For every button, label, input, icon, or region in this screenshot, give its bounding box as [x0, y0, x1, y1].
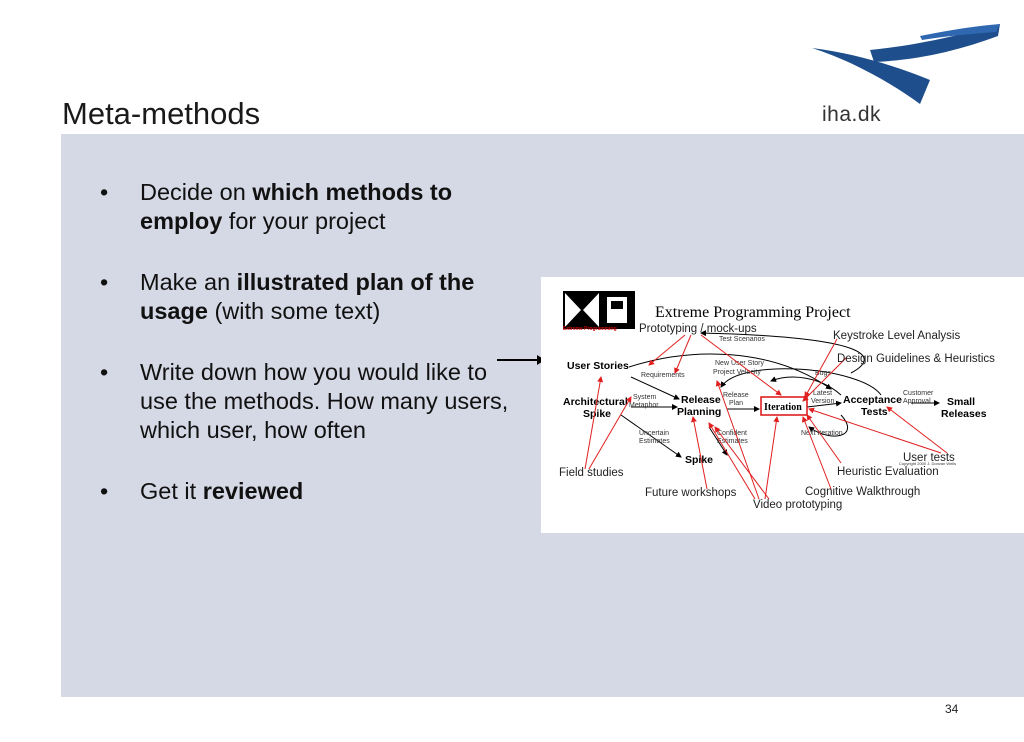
arrow-right-icon: [497, 355, 545, 365]
node-planning: Planning: [677, 406, 721, 418]
xp-logo-icon: [563, 291, 635, 329]
xp-logo-caption: Extreme Programming: [563, 326, 617, 332]
node-spike-2: Spike: [685, 454, 713, 466]
bullet-list: • Decide on which methods to employ for y…: [100, 178, 520, 538]
bullet-item: • Get it reviewed: [100, 477, 520, 506]
slide-title: Meta-methods: [62, 96, 261, 131]
annotation-future-workshops: Future workshops: [645, 487, 737, 499]
bullet-text: (with some text): [207, 298, 381, 324]
bullet-text: Decide on: [140, 179, 253, 205]
iteration-box: [760, 396, 808, 416]
bullet-dot-icon: •: [100, 478, 109, 504]
label-version: Version: [811, 398, 834, 405]
bullet-text: Write down how you would like to use the…: [140, 359, 509, 443]
bullet-text-bold: illustrated plan of the usage: [140, 269, 475, 324]
node-spike: Spike: [583, 408, 611, 420]
bullet-text: Get it: [140, 478, 203, 504]
xp-diagram: Extreme Programming Extreme Programming …: [559, 291, 995, 511]
label-requirements: Requirements: [641, 372, 685, 379]
annotation-prototyping: Prototyping / mock-ups: [639, 323, 757, 335]
label-system: System: [633, 394, 657, 401]
logo-text: iha.dk: [822, 103, 882, 126]
bullet-item: • Write down how you would like to use th…: [100, 358, 520, 445]
bullet-dot-icon: •: [100, 179, 109, 205]
annotation-user-tests: User tests: [903, 452, 955, 464]
label-metaphor: Metaphor: [629, 402, 659, 409]
label-test-scenarios: Test Scenarios: [719, 336, 765, 343]
bullet-dot-icon: •: [100, 359, 109, 385]
label-copyright: Copyright 2000 J. Donvan Wells: [899, 461, 956, 466]
bullet-dot-icon: •: [100, 269, 109, 295]
label-estimates-2: Estimates: [717, 438, 748, 445]
node-iteration: Iteration: [764, 402, 802, 413]
label-latest: Latest: [813, 390, 832, 397]
diagram-title: Extreme Programming Project: [655, 304, 851, 321]
node-acceptance: Acceptance: [843, 394, 902, 406]
label-uncertain: Uncertain: [639, 430, 669, 437]
node-small: Small: [947, 396, 975, 408]
node-tests: Tests: [861, 406, 888, 418]
label-release: Release: [723, 392, 749, 399]
bullet-text: Make an: [140, 269, 237, 295]
node-user-stories: User Stories: [567, 360, 629, 372]
label-approval: Approval: [903, 398, 931, 405]
label-plan: Plan: [729, 400, 743, 407]
label-confident: Confident: [717, 430, 747, 437]
label-next-iteration: Next Iteration: [801, 430, 843, 437]
annotation-keystroke: Keystroke Level Analysis: [833, 330, 960, 342]
label-project-velocity: Project Velocity: [713, 369, 761, 376]
annotation-video-prototyping: Video prototyping: [753, 499, 842, 511]
annotation-design-guidelines: Design Guidelines & Heuristics: [837, 353, 995, 365]
xp-diagram-figure: Extreme Programming Extreme Programming …: [541, 277, 1024, 533]
annotation-heuristic: Heuristic Evaluation: [837, 466, 939, 478]
bullet-text: for your project: [222, 208, 386, 234]
bullet-item: • Make an illustrated plan of the usage (…: [100, 268, 520, 326]
label-estimates: Estimates: [639, 438, 670, 445]
annotation-cognitive: Cognitive Walkthrough: [805, 486, 920, 498]
label-customer: Customer: [903, 390, 934, 397]
label-bugs: Bugs: [815, 370, 831, 377]
iha-logo-icon: [812, 24, 1000, 104]
annotation-field-studies: Field studies: [559, 467, 624, 479]
bullet-text-bold: which methods to employ: [140, 179, 453, 234]
node-releases: Releases: [941, 408, 987, 420]
node-architectural: Architectural: [563, 396, 628, 408]
bullet-text-bold: reviewed: [202, 478, 304, 504]
bullet-item: • Decide on which methods to employ for y…: [100, 178, 520, 236]
node-release: Release: [681, 394, 721, 406]
page-number: 34: [945, 702, 959, 716]
